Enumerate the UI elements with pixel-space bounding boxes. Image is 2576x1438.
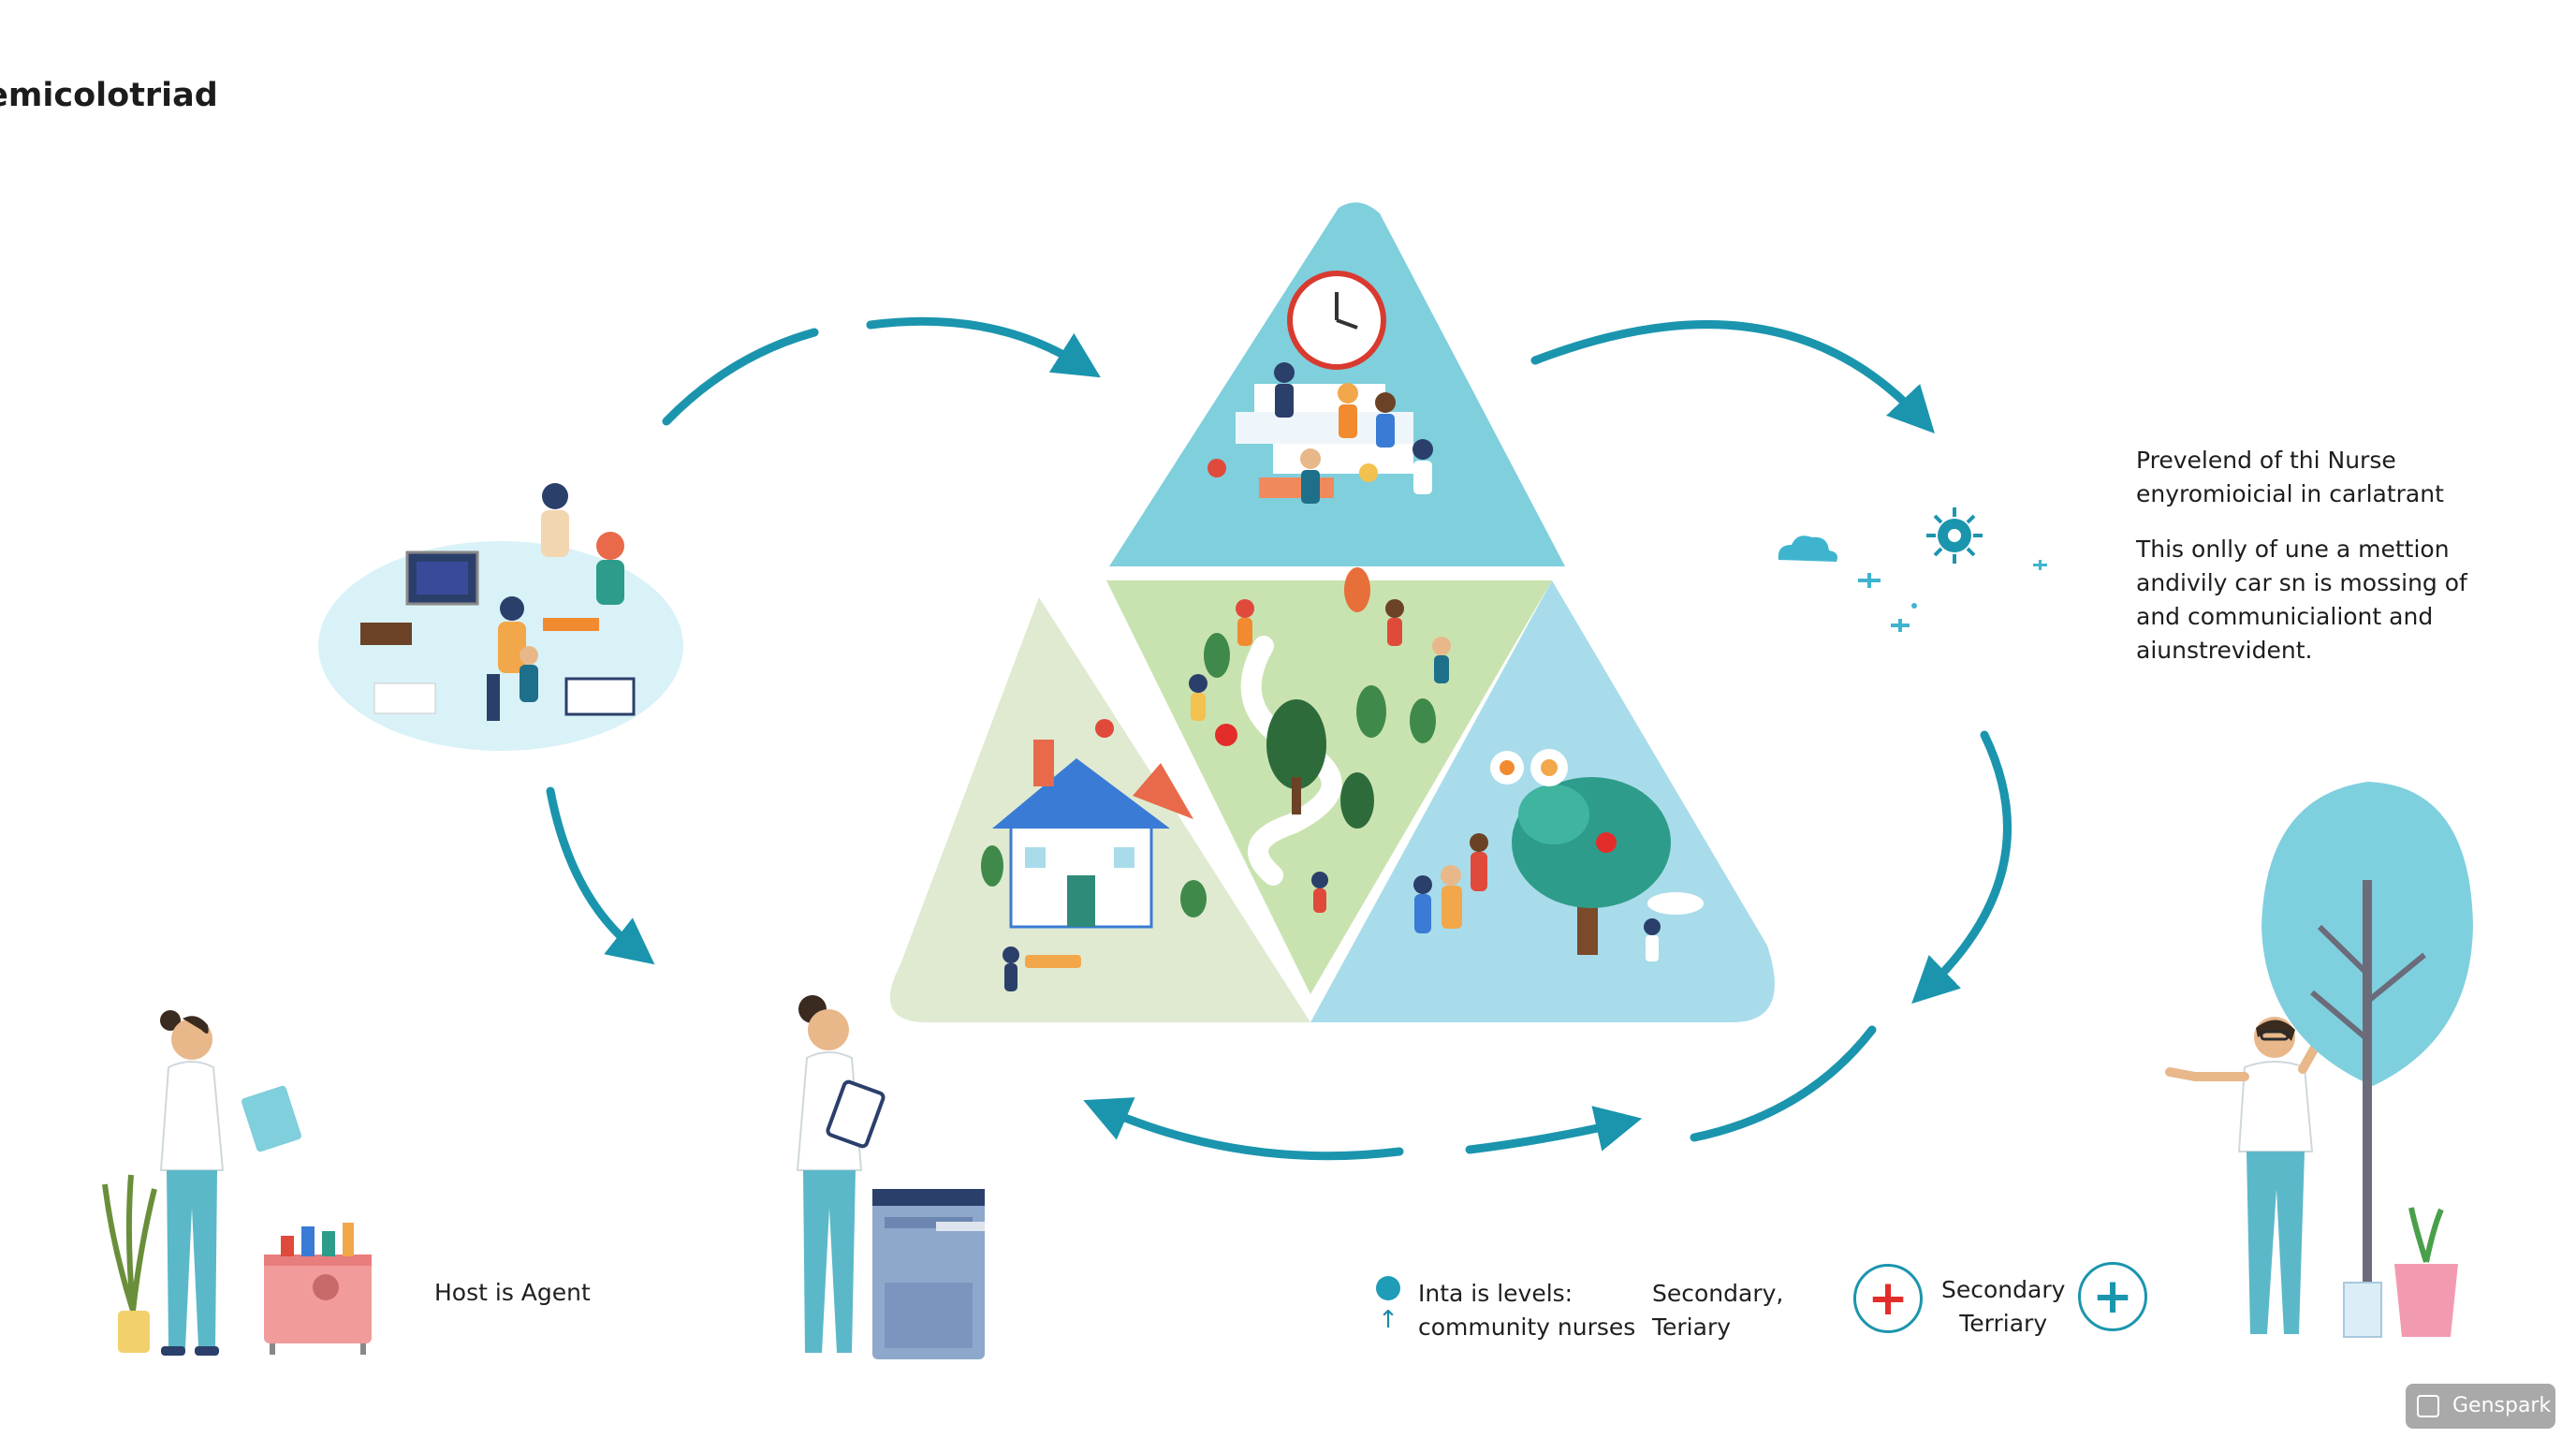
side-description: Prevelend of thi Nurse enyromioicial in … [2136, 444, 2548, 668]
side-body-line-2: andivily car sn is mossing of [2136, 569, 2467, 596]
arrow-bottom-left [1083, 1097, 1404, 1161]
side-body-line-3: and communicialiont and [2136, 603, 2434, 630]
arrow-top-left-head [866, 316, 1101, 378]
legend-secondary-label: Secondary, [1652, 1280, 1784, 1307]
tree-right [2261, 782, 2473, 1283]
arrow-top-left [662, 328, 819, 426]
potted-plant-left [102, 1174, 157, 1353]
triad-triangle [889, 202, 1775, 1022]
filing-cabinet [872, 1189, 985, 1359]
diagram-title: Epidemicolotriad [0, 77, 218, 114]
legend-arrow-icon: ↑ [1378, 1306, 1398, 1334]
teal-plus-icon: + [2078, 1262, 2147, 1331]
legend-levels: Inta is levels: community nurses [1418, 1277, 1635, 1344]
side-heading-line-1: Prevelend of thi Nurse [2136, 447, 2396, 474]
virus-icon [1926, 507, 1983, 564]
genspark-watermark: Genspark [2406, 1384, 2555, 1429]
genspark-logo-icon [2417, 1395, 2439, 1417]
legend-secondary-tertiary: Secondary, Teriary [1652, 1277, 1783, 1344]
arrow-top-right [1530, 320, 1935, 434]
side-body-line-1: This onlly of une a mettion [2136, 536, 2450, 563]
arrow-bottom-right [1690, 1025, 1877, 1142]
potted-plant-right [2343, 1207, 2458, 1338]
genspark-label: Genspark [2452, 1394, 2552, 1417]
legend-secondary-terriary: Secondary Terriary [1941, 1273, 2065, 1341]
nurse-figure-left [159, 1010, 302, 1356]
house-scene [981, 719, 1207, 991]
nurse-figure-center [796, 995, 886, 1353]
workspace-vignette [318, 483, 683, 751]
arrow-right-down [1911, 730, 2012, 1005]
people-group-top [1208, 362, 1433, 504]
legend-dot-icon [1376, 1276, 1400, 1300]
arrow-left-down [546, 786, 655, 965]
cycle-arrows [546, 316, 2012, 1161]
nurse-figure-right [2165, 1002, 2325, 1334]
legend-levels-line-2: community nurses [1418, 1313, 1636, 1341]
sparkle-icons [1858, 560, 2047, 632]
arrow-bottom-mid [1465, 1106, 1643, 1154]
host-agent-caption: Host is Agent [434, 1279, 591, 1306]
side-body-line-4: aiunstrevident. [2136, 637, 2313, 664]
cart-left [264, 1223, 372, 1355]
legend-levels-line-1: Inta is levels: [1418, 1280, 1573, 1307]
cloud-icon [1778, 536, 1837, 562]
clock-icon [1287, 271, 1386, 370]
tree-scene [1413, 749, 1704, 961]
legend-terriary-label: Terriary [1959, 1310, 2048, 1337]
legend-tertiary-label: Teriary [1652, 1313, 1732, 1341]
side-heading-line-2: enyromioicial in carlatrant [2136, 480, 2444, 507]
legend-secondary-label-2: Secondary [1941, 1276, 2066, 1303]
red-cross-icon: + [1853, 1264, 1923, 1333]
park-scene [1189, 567, 1451, 913]
